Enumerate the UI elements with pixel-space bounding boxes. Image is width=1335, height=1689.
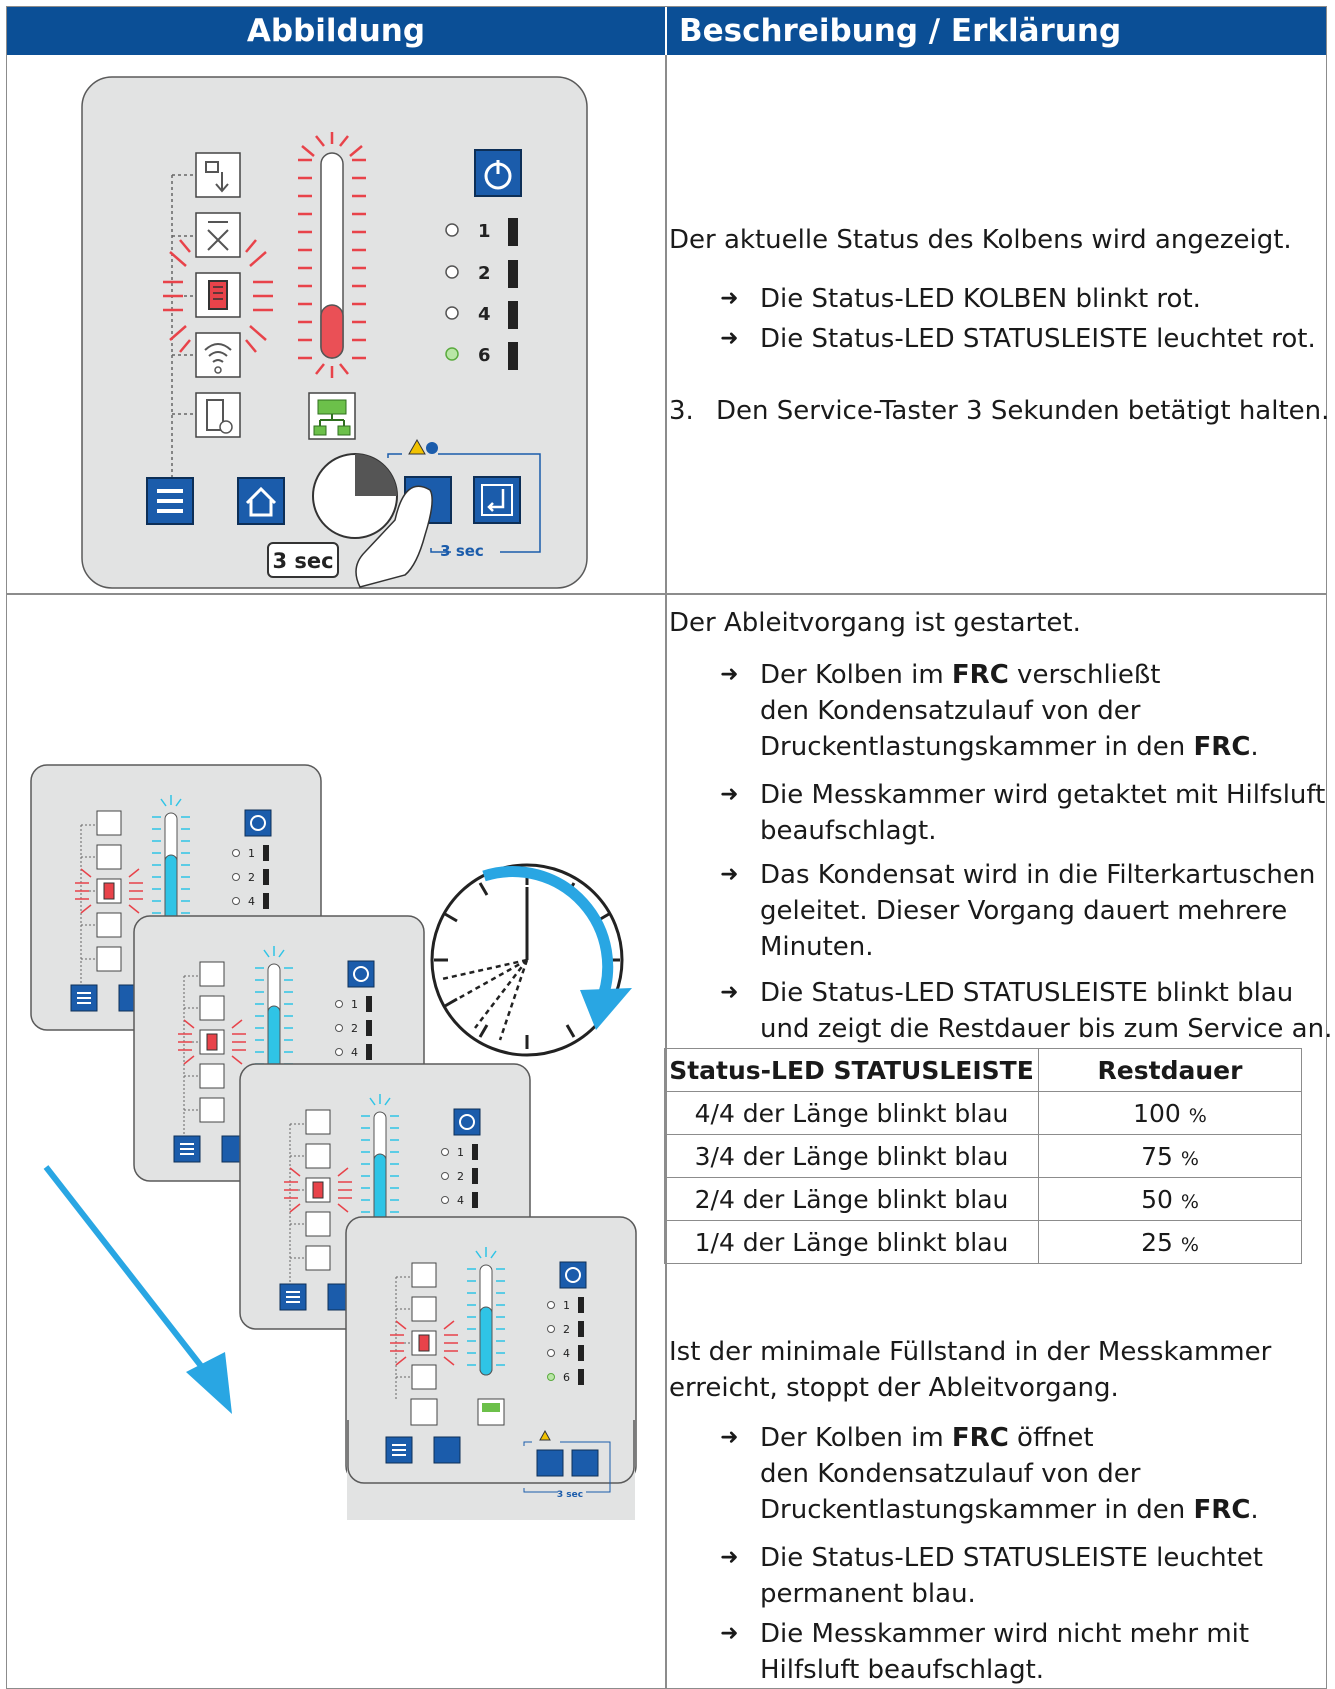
- table-cell-duration: 50 %: [1038, 1177, 1302, 1221]
- arrow-icon: ➜: [720, 1621, 739, 1646]
- instruction-table: Abbildung Beschreibung / Erklärung: [6, 6, 1327, 1689]
- service-time-label-small: 3 sec: [557, 1490, 583, 1500]
- table-header-duration: Restdauer: [1038, 1048, 1302, 1092]
- arrow-icon: ➜: [720, 862, 739, 887]
- power-button-icon: [474, 149, 522, 197]
- led-label-6: 6: [478, 345, 491, 366]
- fill-level-icon: [195, 152, 241, 198]
- arrow-icon: ➜: [720, 782, 739, 807]
- cartridge-icon: [195, 392, 241, 438]
- home-button-icon: [237, 477, 285, 525]
- table-row: 4/4 der Länge blinkt blau 100 %: [664, 1091, 1302, 1135]
- service-time-label: 3 sec: [440, 542, 484, 560]
- step-text: Den Service-Taster 3 Sekunden betätigt h…: [716, 396, 1330, 426]
- table-row: 1/4 der Länge blinkt blau 25 %: [664, 1220, 1302, 1264]
- arrow-icon: ➜: [720, 1425, 739, 1450]
- table-cell-duration: 25 %: [1038, 1220, 1302, 1264]
- enter-button-icon: [473, 476, 521, 524]
- table-header-status: Status-LED STATUSLEISTE: [664, 1048, 1039, 1092]
- piston-icon: [195, 272, 241, 318]
- table-row: 3/4 der Länge blinkt blau 75 %: [664, 1134, 1302, 1178]
- menu-button-icon: [146, 477, 194, 525]
- finger-icon: [355, 485, 433, 588]
- bullet-piston-opens: ➜ Der Kolben im FRC öffnet den Kondensat…: [720, 1420, 1259, 1528]
- table-cell-state: 3/4 der Länge blinkt blau: [664, 1134, 1039, 1178]
- bullet-measuring-chamber: ➜ Die Messkammer wird getaktet mit Hilfs…: [720, 777, 1325, 849]
- table-cell-state: 1/4 der Länge blinkt blau: [664, 1220, 1039, 1264]
- arrow-icon: ➜: [720, 1545, 739, 1570]
- table-cell-state: 2/4 der Länge blinkt blau: [664, 1177, 1039, 1221]
- bullet-piston-closes: ➜ Der Kolben im FRC verschließt den Kond…: [720, 657, 1259, 765]
- led-label-2: 2: [478, 263, 491, 284]
- warning-icon: [408, 438, 426, 455]
- status-table-header: Status-LED STATUSLEISTE Restdauer: [664, 1048, 1302, 1092]
- drain-intro: Der Ableitvorgang ist gestartet.: [669, 608, 1081, 638]
- bullet-piston-led: ➜Die Status-LED KOLBEN blinkt rot.: [720, 281, 1201, 317]
- arrow-icon: ➜: [720, 326, 739, 351]
- timer-icon: [312, 453, 398, 539]
- bullet-statusbar-blue: ➜ Die Status-LED STATUSLEISTE blinkt bla…: [720, 975, 1332, 1047]
- panel-25-percent: 6 3 sec: [345, 1216, 637, 1520]
- row-divider: [7, 593, 1326, 595]
- drain-sequence-figure: 1 2 4 6 3 sec: [30, 764, 637, 1520]
- status-intro: Der aktuelle Status des Kolbens wird ang…: [669, 225, 1292, 255]
- time-label-box: 3 sec: [267, 542, 339, 578]
- clock-icon: [430, 863, 632, 1057]
- arrow-icon: ➜: [720, 286, 739, 311]
- led-label-1: 1: [478, 221, 491, 242]
- svg-text:6: 6: [563, 1371, 570, 1384]
- min-level-paragraph: Ist der minimale Füllstand in der Messka…: [669, 1337, 1272, 1403]
- service-group-frame: [387, 453, 541, 553]
- maintenance-icon: [426, 442, 438, 454]
- table-row: 2/4 der Länge blinkt blau 50 %: [664, 1177, 1302, 1221]
- bullet-statusbar-led: ➜Die Status-LED STATUSLEISTE leuchtet ro…: [720, 321, 1316, 357]
- svg-text:3 sec: 3 sec: [272, 549, 333, 573]
- bullet-condensate: ➜ Das Kondensat wird in die Filterkartus…: [720, 857, 1315, 965]
- control-panel-figure: 1 2 4 6 3 sec 3 sec: [81, 76, 588, 589]
- table-cell-state: 4/4 der Länge blinkt blau: [664, 1091, 1039, 1135]
- arrow-icon: ➜: [720, 662, 739, 687]
- column-header-description: Beschreibung / Erklärung: [667, 7, 1326, 55]
- column-header-figure: Abbildung: [7, 7, 665, 55]
- column-divider: [665, 55, 667, 1688]
- step-number: 3.: [669, 396, 694, 426]
- valve-icon: [195, 212, 241, 258]
- network-icon: [308, 392, 356, 440]
- arrow-icon: ➜: [720, 980, 739, 1005]
- sequence-arrow-icon: [43, 1165, 232, 1414]
- wireless-icon: [195, 332, 241, 378]
- table-cell-duration: 100 %: [1038, 1091, 1302, 1135]
- status-table: Status-LED STATUSLEISTE Restdauer 4/4 de…: [664, 1048, 1302, 1264]
- led-label-4: 4: [478, 304, 491, 325]
- table-cell-duration: 75 %: [1038, 1134, 1302, 1178]
